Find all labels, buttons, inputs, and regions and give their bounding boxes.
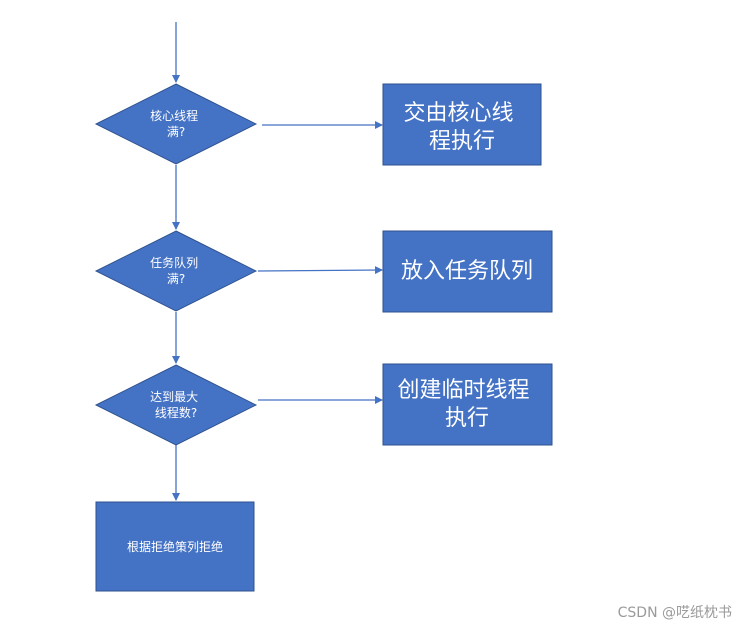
action-create-temp-thread: 创建临时线程 执行 (382, 363, 553, 446)
action-label-line: 执行 (445, 406, 489, 431)
final-label-line: 根据拒绝策列拒绝 (127, 539, 223, 554)
decision-label-line: 线程数? (155, 405, 197, 420)
final-label: 根据拒绝策列拒绝 (127, 539, 223, 554)
decision-shape (94, 230, 258, 312)
action-box (382, 83, 542, 166)
watermark-text: CSDN @呓纸枕书 (617, 605, 732, 621)
decision-label: 核心线程 满? (150, 108, 202, 139)
decision-shape (94, 83, 258, 165)
decision-label-line: 核心线程 (150, 108, 198, 123)
action-label-line: 程执行 (429, 129, 495, 154)
action-label: 放入任务队列 (401, 259, 533, 284)
action-label-line: 交由核心线 (403, 101, 513, 126)
action-label: 交由核心线 程执行 (403, 101, 520, 154)
decision-label: 达到最大 线程数? (150, 390, 202, 420)
action-box (382, 363, 553, 446)
decision-label-line: 满? (167, 125, 185, 139)
action-box (382, 230, 553, 313)
decision-label-line: 满? (167, 272, 185, 286)
decision-shape (94, 364, 258, 446)
decision-label-line: 达到最大 (150, 390, 198, 404)
decision-label: 任务队列 满? (150, 255, 202, 286)
action-label-line: 放入任务队列 (401, 259, 533, 284)
arrow-decision-2-to-action-2 (257, 266, 383, 275)
final-box (95, 501, 255, 592)
decision-max-threads-reached: 达到最大 线程数? (94, 364, 258, 446)
decision-core-threads-full: 核心线程 满? (94, 83, 258, 165)
action-label: 创建临时线程 执行 (397, 378, 536, 431)
action-put-in-task-queue: 放入任务队列 (382, 230, 553, 313)
final-reject-by-policy: 根据拒绝策列拒绝 (95, 501, 255, 592)
action-core-thread-execute: 交由核心线 程执行 (382, 83, 542, 166)
decision-task-queue-full: 任务队列 满? (94, 230, 258, 312)
decision-label-line: 任务队列 (150, 255, 198, 270)
connectors (172, 22, 383, 501)
action-label-line: 创建临时线程 (397, 378, 529, 403)
